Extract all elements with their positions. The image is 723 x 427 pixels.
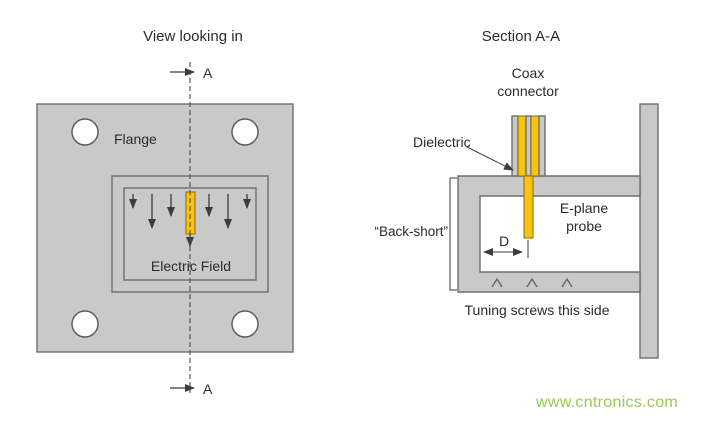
tuning-screws-label: Tuning screws this side xyxy=(464,302,610,318)
coax-dielectric xyxy=(525,115,532,177)
section-view-title: Section A-A xyxy=(481,28,561,45)
flange-front-view xyxy=(36,62,294,393)
bolt-hole xyxy=(71,118,99,146)
section-marker-top: A xyxy=(203,65,213,81)
dimension-d-label: D xyxy=(498,233,510,249)
dielectric-label: Dielectric xyxy=(413,134,471,150)
watermark-text: www.cntronics.com xyxy=(536,394,679,411)
electric-field-label: Electric Field xyxy=(150,258,232,274)
dielectric-pointer-arrow xyxy=(466,146,514,171)
section-aa-view xyxy=(449,103,659,359)
tuning-screw-mark xyxy=(526,277,538,288)
coax-body xyxy=(517,115,527,177)
left-view-title: View looking in xyxy=(143,28,243,45)
bolt-hole xyxy=(231,310,259,338)
e-plane-probe xyxy=(523,175,534,239)
bolt-hole xyxy=(231,118,259,146)
coax-connector xyxy=(511,115,546,177)
coax-shell xyxy=(511,115,519,177)
section-marker-bottom: A xyxy=(203,381,213,397)
bolt-hole xyxy=(71,310,99,338)
tuning-screw-mark xyxy=(561,277,573,288)
tuning-screw-mark xyxy=(491,277,503,288)
backshort-extent-bracket xyxy=(449,177,457,291)
waveguide-channel xyxy=(457,175,641,293)
coax-shell xyxy=(538,115,546,177)
coax-body xyxy=(530,115,540,177)
flange-side-view xyxy=(639,103,659,359)
coax-connector-label: Coax connector xyxy=(497,65,559,100)
flange-label: Flange xyxy=(114,131,157,147)
e-plane-probe-label: E-plane probe xyxy=(559,200,609,235)
backshort-label: “Back-short” xyxy=(374,224,448,239)
